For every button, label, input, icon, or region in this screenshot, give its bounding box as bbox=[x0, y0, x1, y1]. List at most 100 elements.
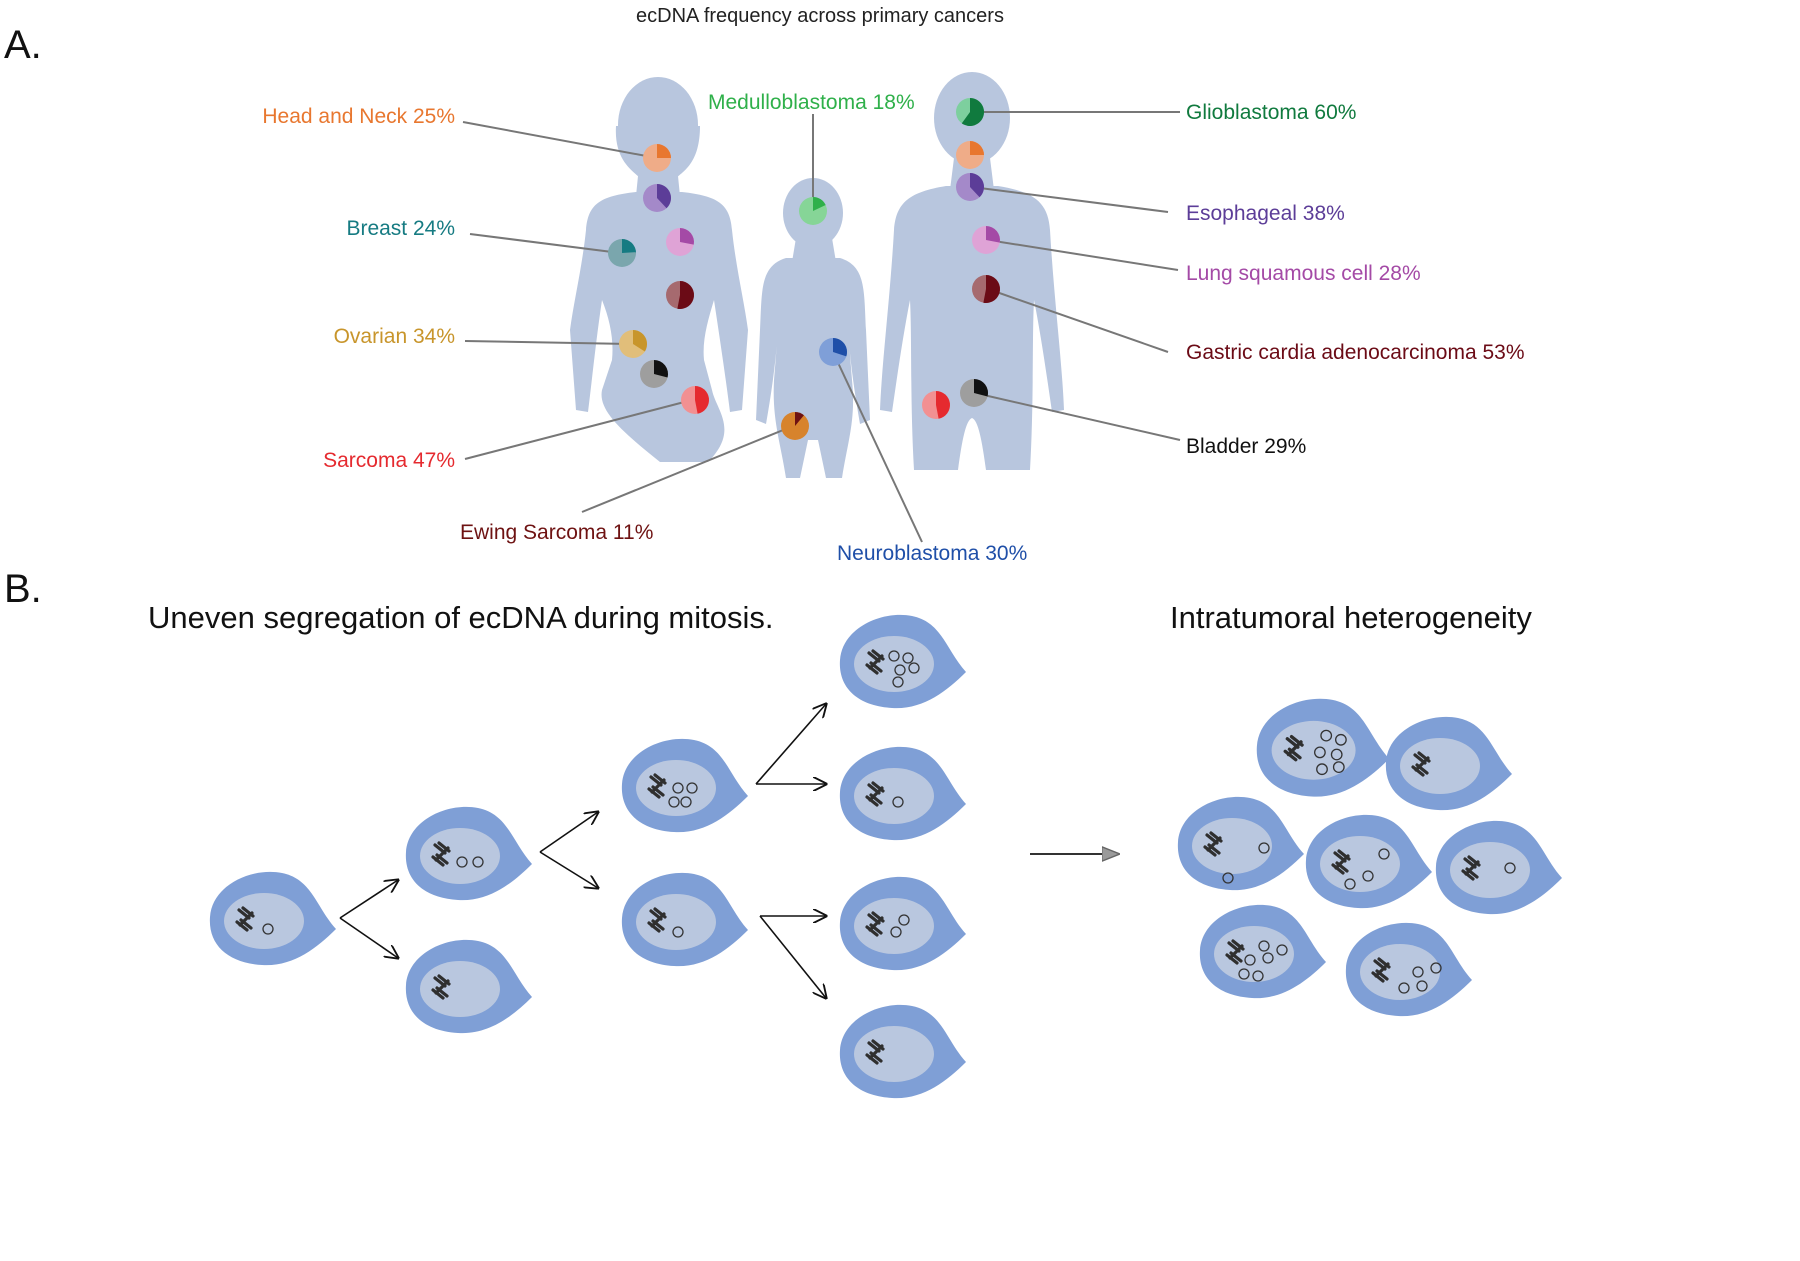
cell-gen1-top bbox=[405, 806, 532, 901]
cluster-cell-1 bbox=[1256, 698, 1390, 797]
arrow-gen3a-up bbox=[755, 704, 826, 785]
label-head-neck: Head and Neck 25% bbox=[262, 105, 455, 128]
pie-head-neck-male bbox=[956, 141, 984, 169]
chromosome-icon bbox=[647, 773, 667, 799]
arrow-gen1-down bbox=[339, 917, 398, 958]
pie-slice-lung bbox=[680, 228, 694, 245]
ecdna-circle bbox=[1314, 746, 1326, 759]
cancer-pie-markers bbox=[608, 98, 1001, 440]
pie-lung bbox=[666, 228, 694, 256]
ecdna-circle bbox=[1335, 733, 1347, 746]
pie-slice-esoph bbox=[657, 184, 672, 209]
pie-slice-sarcoma bbox=[695, 386, 709, 414]
pie-slice-ewing bbox=[795, 412, 804, 426]
cluster-cell-5 bbox=[1435, 820, 1562, 915]
ecdna-circle bbox=[668, 796, 680, 808]
ecdna-circle bbox=[680, 796, 692, 808]
chromosome-icon bbox=[1411, 751, 1431, 777]
leader-lung bbox=[987, 239, 1179, 271]
pie-gastric-1 bbox=[972, 275, 1001, 303]
ecdna-circle bbox=[902, 652, 914, 664]
arrow-gen2-up bbox=[539, 812, 598, 853]
chromosome-icon bbox=[1331, 849, 1351, 875]
ecdna-circle bbox=[908, 662, 920, 674]
cell-gen1-bottom bbox=[405, 939, 532, 1034]
cluster-cell-6 bbox=[1199, 904, 1326, 999]
pie-slice-head-neck bbox=[970, 141, 984, 155]
ecdna-circle bbox=[894, 664, 906, 676]
ecdna-circle bbox=[1316, 763, 1328, 776]
label-bladder: Bladder 29% bbox=[1186, 435, 1306, 458]
label-lung: Lung squamous cell 28% bbox=[1186, 262, 1421, 285]
chromosome-icon bbox=[1461, 855, 1481, 881]
ecdna-circle bbox=[892, 676, 904, 688]
ecdna-circle bbox=[262, 923, 274, 935]
ecdna-circle bbox=[1244, 954, 1256, 966]
cell-gen3-d bbox=[839, 1004, 966, 1099]
leader-gastric bbox=[987, 288, 1169, 353]
pie-lung-1 bbox=[972, 226, 1000, 254]
cells bbox=[209, 614, 1562, 1099]
pie-slice-medullo bbox=[813, 197, 826, 211]
pie-slice-esoph bbox=[970, 173, 985, 198]
cell-gen0 bbox=[209, 871, 336, 966]
ecdna-circle bbox=[1412, 966, 1424, 978]
ecdna-circle bbox=[1238, 968, 1250, 980]
label-ewing: Ewing Sarcoma 11% bbox=[460, 521, 653, 544]
pie-esoph bbox=[643, 184, 672, 212]
cell-gen2-bottom bbox=[621, 872, 748, 967]
chromosome-icon bbox=[1203, 831, 1223, 857]
arrow-gen1-up bbox=[339, 880, 398, 919]
panel-a-label: A. bbox=[4, 23, 42, 67]
leader-bladder bbox=[974, 392, 1181, 441]
cancer-labels: Head and Neck 25% Breast 24% Ovarian 34%… bbox=[262, 91, 1524, 565]
leader-esoph bbox=[971, 186, 1169, 213]
ecdna-circle bbox=[1258, 940, 1270, 952]
label-neuro: Neuroblastoma 30% bbox=[837, 542, 1027, 565]
label-esoph: Esophageal 38% bbox=[1186, 202, 1345, 225]
chromosome-icon bbox=[647, 907, 667, 933]
label-gastric: Gastric cardia adenocarcinoma 53% bbox=[1186, 341, 1525, 364]
leader-ovarian bbox=[464, 340, 631, 345]
ecdna-circle bbox=[1262, 952, 1274, 964]
cluster-cell-3 bbox=[1177, 796, 1304, 891]
pie-slice-bladder bbox=[654, 360, 668, 378]
pie-medullo bbox=[799, 197, 827, 225]
ecdna-circle bbox=[672, 782, 684, 794]
cell-gen3-c bbox=[839, 876, 966, 971]
leader-sarcoma bbox=[464, 399, 693, 460]
ecdna-circle bbox=[890, 926, 902, 938]
label-ovarian: Ovarian 34% bbox=[334, 325, 455, 348]
ecdna-circle bbox=[892, 796, 904, 808]
chromosome-icon bbox=[1283, 734, 1304, 762]
cluster-cell-4 bbox=[1305, 814, 1432, 909]
chromosome-icon bbox=[865, 649, 885, 675]
pie-slice-lung bbox=[986, 226, 1000, 243]
ecdna-circle bbox=[1362, 870, 1374, 882]
pie-slice-breast bbox=[622, 239, 636, 253]
ecdna-circle bbox=[1332, 761, 1345, 773]
arrow-gen2-down bbox=[539, 851, 598, 888]
pie-bladder bbox=[640, 360, 668, 388]
chromosome-icon bbox=[1225, 939, 1245, 965]
pie-glio bbox=[956, 98, 985, 126]
ecdna-circle bbox=[888, 650, 900, 662]
leader-lines bbox=[462, 111, 1181, 543]
pie-slice-ovarian bbox=[633, 330, 648, 352]
pie-slice-glio bbox=[961, 98, 985, 126]
pie-bladder-1 bbox=[960, 379, 988, 407]
pie-breast bbox=[608, 239, 636, 267]
ecdna-circle bbox=[1222, 872, 1234, 884]
body-silhouettes bbox=[570, 72, 1064, 478]
panel-b-label: B. bbox=[4, 567, 42, 611]
chromosome-icon bbox=[431, 841, 451, 867]
panel-b-left-heading: Uneven segregation of ecDNA during mitos… bbox=[148, 600, 774, 635]
ecdna-circle bbox=[1416, 980, 1428, 992]
ecdna-circle bbox=[1276, 944, 1288, 956]
panel-b-right-heading: Intratumoral heterogeneity bbox=[1170, 600, 1532, 635]
pie-neuro bbox=[819, 338, 847, 366]
cell-gen3-a bbox=[839, 614, 966, 709]
chromosome-icon bbox=[1371, 957, 1391, 983]
label-sarcoma: Sarcoma 47% bbox=[323, 449, 455, 472]
